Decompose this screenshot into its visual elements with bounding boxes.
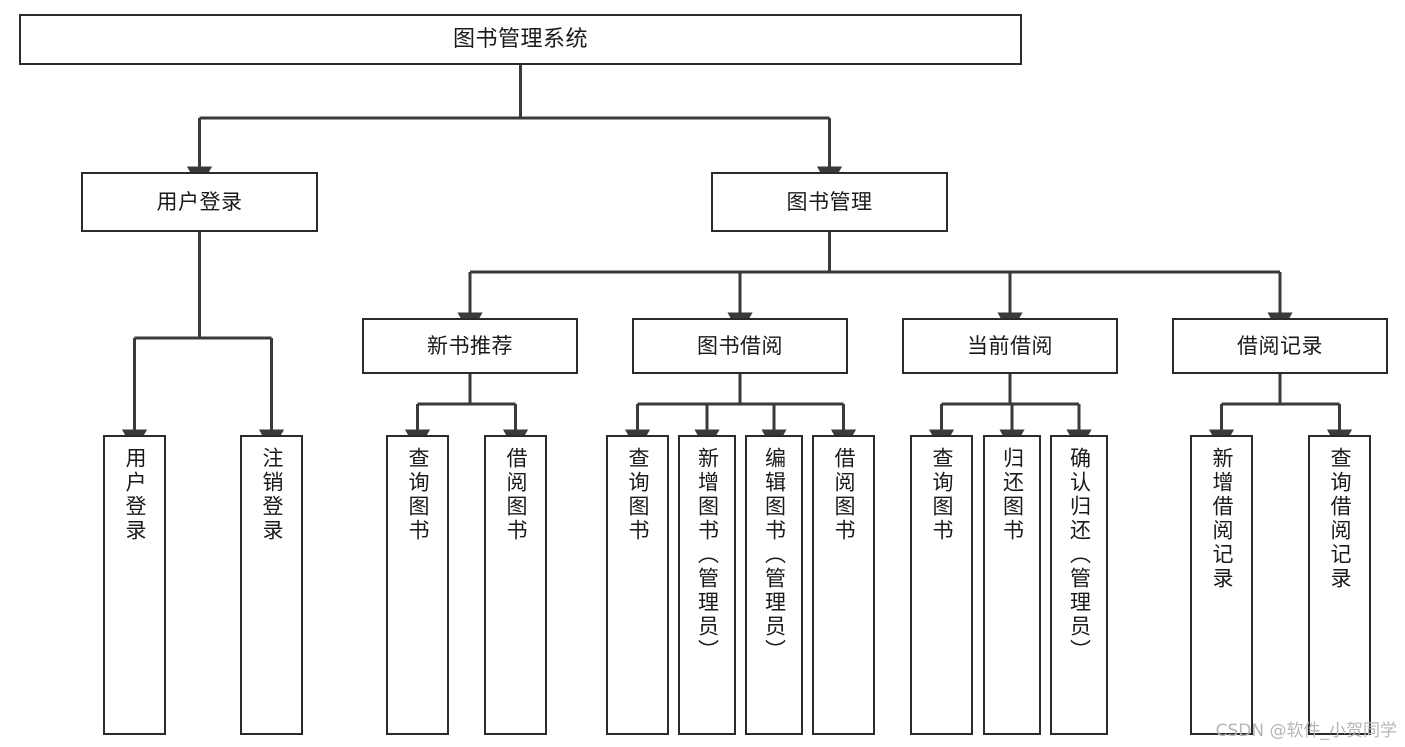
node-label: 借阅记录 (1237, 333, 1323, 358)
node-borrowing-records[interactable]: 借阅记录 (1172, 318, 1388, 374)
node-label: 图书管理系统 (452, 26, 588, 52)
csdn-watermark: CSDN @软件_小贺同学 (1215, 721, 1397, 741)
leaf-add-borrowing-record[interactable]: 新增借阅记录 (1190, 435, 1253, 735)
node-label: 查询图书 (626, 447, 650, 543)
node-root-book-management-system[interactable]: 图书管理系统 (19, 14, 1022, 65)
node-label: 编辑图书（管理员） (762, 447, 787, 663)
leaf-borrow-book[interactable]: 借阅图书 (812, 435, 875, 735)
node-label: 当前借阅 (967, 333, 1053, 358)
node-book-borrowing[interactable]: 图书借阅 (632, 318, 848, 374)
node-label: 借阅图书 (504, 447, 528, 543)
leaf-user-login[interactable]: 用户登录 (103, 435, 166, 735)
node-new-book-recommendation[interactable]: 新书推荐 (362, 318, 578, 374)
leaf-query-book-current[interactable]: 查询图书 (910, 435, 973, 735)
leaf-query-borrowing-record[interactable]: 查询借阅记录 (1308, 435, 1371, 735)
leaf-confirm-return-admin[interactable]: 确认归还（管理员） (1050, 435, 1108, 735)
leaf-return-book[interactable]: 归还图书 (983, 435, 1041, 735)
node-label: 注销登录 (260, 447, 284, 543)
node-user-login[interactable]: 用户登录 (81, 172, 318, 232)
node-label: 查询图书 (930, 447, 954, 543)
node-label: 新增借阅记录 (1210, 447, 1234, 591)
node-label: 确认归还（管理员） (1067, 447, 1092, 663)
leaf-borrow-book-recommendation[interactable]: 借阅图书 (484, 435, 547, 735)
leaf-query-book-recommendation[interactable]: 查询图书 (386, 435, 449, 735)
node-label: 查询图书 (406, 447, 430, 543)
node-label: 查询借阅记录 (1328, 447, 1352, 591)
leaf-edit-book-admin[interactable]: 编辑图书（管理员） (745, 435, 803, 735)
node-current-borrowing[interactable]: 当前借阅 (902, 318, 1118, 374)
node-label: 新增图书（管理员） (695, 447, 720, 663)
node-label: 归还图书 (1000, 447, 1025, 543)
node-book-management[interactable]: 图书管理 (711, 172, 948, 232)
node-label: 图书借阅 (697, 333, 783, 358)
edges-group (121, 65, 1353, 452)
node-label: 借阅图书 (832, 447, 856, 543)
leaf-add-book-admin[interactable]: 新增图书（管理员） (678, 435, 736, 735)
node-label: 新书推荐 (427, 333, 513, 358)
node-label: 用户登录 (156, 189, 243, 214)
leaf-user-logout[interactable]: 注销登录 (240, 435, 303, 735)
node-label: 用户登录 (123, 447, 147, 543)
leaf-query-book-borrowing[interactable]: 查询图书 (606, 435, 669, 735)
node-label: 图书管理 (786, 189, 873, 214)
